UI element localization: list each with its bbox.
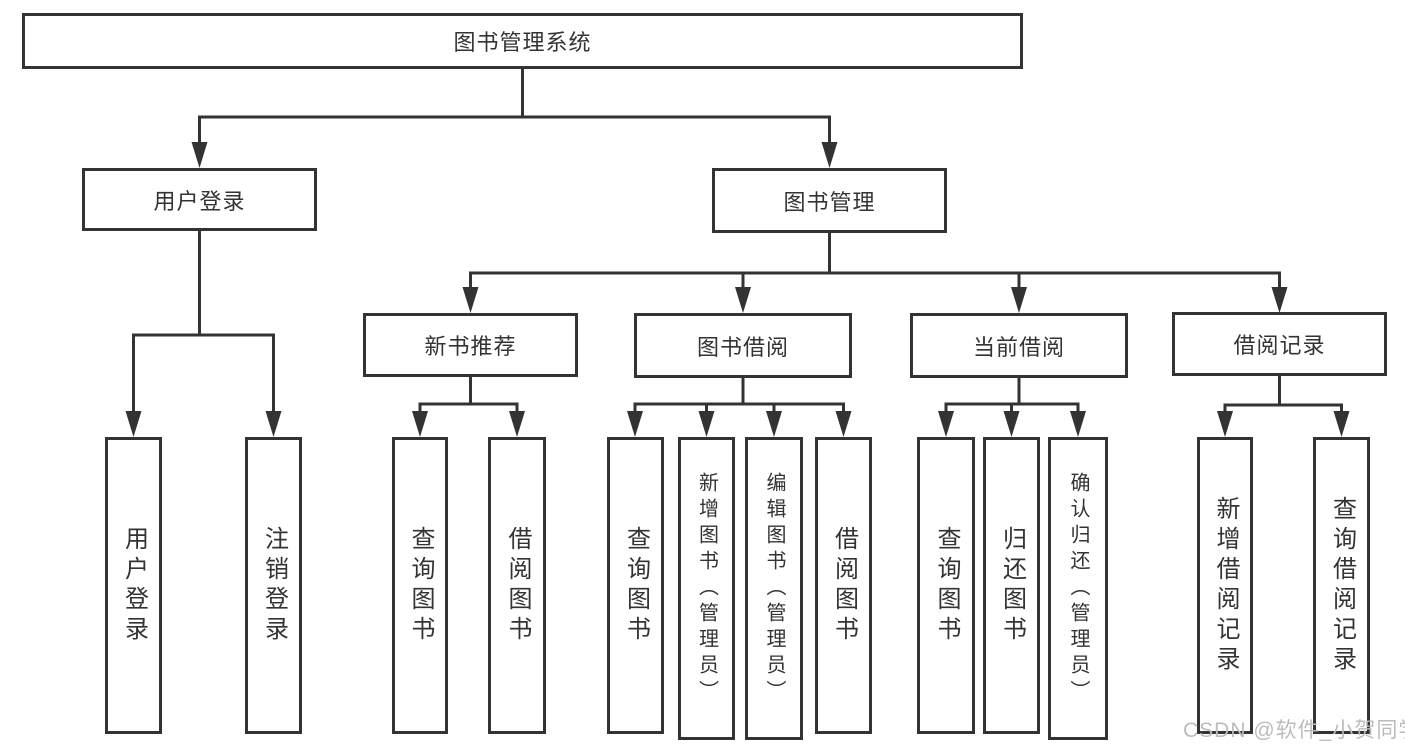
leaf-current-query-books: 查询图书 [917, 437, 975, 734]
node-book-management: 图书管理 [712, 168, 947, 233]
leaf-new-book-borrow-books: 借阅图书 [488, 437, 546, 734]
watermark: CSDN @软件_小贺同学 [1183, 719, 1405, 742]
leaf-current-confirm-return-admin: 确认归还（管理员） [1048, 437, 1108, 740]
leaf-borrow-borrow-books: 借阅图书 [815, 437, 872, 734]
node-root: 图书管理系统 [22, 13, 1023, 69]
leaf-borrow-edit-books-admin: 编辑图书（管理员） [745, 437, 803, 740]
node-user-login: 用户登录 [82, 168, 317, 231]
node-book-borrow: 图书借阅 [634, 313, 852, 378]
leaf-current-return-books: 归还图书 [983, 437, 1040, 734]
node-borrow-records: 借阅记录 [1172, 312, 1387, 376]
leaf-records-add-record: 新增借阅记录 [1197, 437, 1253, 734]
leaf-user-login: 用户登录 [105, 437, 162, 734]
leaf-records-query-record: 查询借阅记录 [1313, 437, 1370, 734]
node-new-book-recommend: 新书推荐 [363, 313, 578, 377]
leaf-new-book-query-books: 查询图书 [392, 437, 448, 734]
leaf-borrow-add-books-admin: 新增图书（管理员） [678, 437, 735, 740]
leaf-logout: 注销登录 [245, 437, 302, 734]
node-current-borrow: 当前借阅 [910, 313, 1128, 378]
leaf-borrow-query-books: 查询图书 [607, 437, 664, 734]
